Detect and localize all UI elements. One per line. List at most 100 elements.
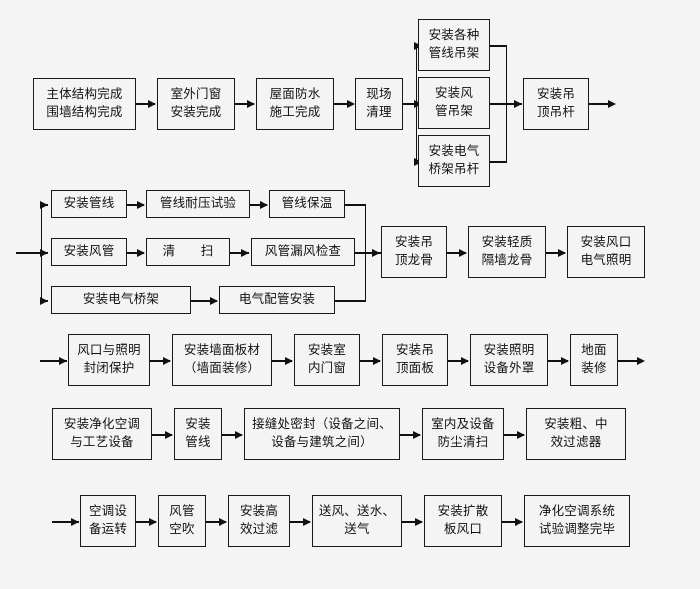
flow-node-n14[interactable]: 风管漏风检查	[251, 238, 355, 266]
node-line: 安装电气	[428, 144, 480, 159]
node-line: 安装扩散	[437, 504, 489, 519]
flow-node-n16[interactable]: 电气配管安装	[219, 286, 335, 314]
arrowhead-n3-n4	[347, 99, 355, 108]
edge-n31-n32	[136, 521, 156, 523]
flow-node-n1[interactable]: 主体结构完成 围墙结构完成	[33, 78, 136, 130]
node-line: 顶吊杆	[536, 105, 576, 119]
node-line: 管线保温	[281, 196, 333, 211]
arrowhead-n18-n19	[558, 248, 566, 257]
node-line: 安装轻质	[481, 235, 533, 250]
flow-node-n17[interactable]: 安装吊 顶龙骨	[381, 226, 447, 278]
flow-node-n4[interactable]: 现场 清理	[355, 78, 403, 130]
arrowhead-n31-n32	[149, 517, 157, 526]
node-line: （墙面装修）	[183, 361, 261, 375]
edge-n33-n34	[290, 521, 310, 523]
flow-node-n27[interactable]: 安装 管线	[174, 408, 222, 460]
flow-node-n33[interactable]: 安装高 效过滤	[228, 495, 290, 547]
flow-node-n29[interactable]: 室内及设备 防尘清扫	[422, 408, 504, 460]
node-line: 清理	[366, 105, 392, 119]
flow-node-n22[interactable]: 安装室 内门窗	[294, 334, 360, 386]
flow-node-n19[interactable]: 安装风口 电气照明	[567, 226, 645, 278]
flow-node-n5[interactable]: 安装各种 管线吊架	[418, 19, 490, 71]
node-line: 地面	[581, 343, 607, 358]
edge-n2-n3	[235, 103, 254, 105]
node-line: 安装墙面板材	[183, 343, 261, 358]
flow-node-n6[interactable]: 安装风 管吊架	[418, 77, 490, 129]
arrowhead-n35-n36	[515, 517, 523, 526]
node-line: 安装完成	[170, 105, 222, 119]
flow-node-n12[interactable]: 安装风管	[51, 238, 127, 266]
flow-node-n31[interactable]: 空调设 备运转	[80, 495, 136, 547]
edge-n26-n27	[152, 434, 172, 436]
flow-node-n30[interactable]: 安装粗、中 效过滤器	[526, 408, 626, 460]
edge-n22-n23	[360, 360, 380, 362]
flow-node-n15[interactable]: 安装电气桥架	[51, 286, 191, 314]
node-line: 室内及设备	[431, 417, 495, 432]
flow-node-n21[interactable]: 安装墙面板材 （墙面装修）	[172, 334, 272, 386]
flow-node-n35[interactable]: 安装扩散 板风口	[424, 495, 502, 547]
flow-node-n28[interactable]: 接缝处密封（设备之间、 设备与建筑之间）	[244, 408, 400, 460]
flow-node-n8[interactable]: 安装吊 顶吊杆	[523, 78, 589, 130]
node-line: 安装风口	[580, 235, 632, 250]
arrowhead-n33-n34	[303, 517, 311, 526]
node-line: 风口与照明	[77, 343, 141, 358]
arrowhead-row2-n12	[40, 248, 48, 257]
edge-n4-fanout	[403, 103, 417, 105]
edge-n10-n11	[250, 204, 267, 206]
node-line: 安装风管	[63, 244, 115, 259]
flow-node-n11[interactable]: 管线保温	[269, 190, 345, 218]
arrowhead-n1-n2	[148, 99, 156, 108]
edge-n20-n21	[150, 360, 170, 362]
flow-node-n13[interactable]: 清 扫	[146, 238, 230, 266]
flow-node-n18[interactable]: 安装轻质 隔墙龙骨	[468, 226, 546, 278]
node-line: 安装室	[307, 343, 347, 358]
node-line: 清 扫	[162, 244, 214, 259]
flow-node-n24[interactable]: 安装照明 设备外罩	[470, 334, 548, 386]
arrowhead-n32-n33	[219, 517, 227, 526]
node-line: 安装吊	[536, 87, 576, 102]
node-line: 安装净化空调	[63, 417, 141, 432]
node-line: 安装	[185, 417, 211, 432]
node-line: 设备与建筑之间）	[271, 435, 373, 449]
node-line: 安装风	[434, 86, 474, 101]
arrowhead-n24-n25	[561, 356, 569, 365]
flow-node-n2[interactable]: 室外门窗 安装完成	[157, 78, 235, 130]
flow-node-n36[interactable]: 净化空调系统 试验调整完毕	[524, 495, 630, 547]
arrowhead-n9-n10	[137, 200, 145, 209]
flow-node-n3[interactable]: 屋面防水 施工完成	[256, 78, 334, 130]
edge-n21-n22	[272, 360, 292, 362]
edge-n16-fanin	[335, 300, 366, 302]
arrowhead-row2-n15	[40, 296, 48, 305]
node-line: 试验调整完毕	[538, 522, 616, 536]
arrowhead-n10-n11	[260, 200, 268, 209]
node-line: 安装吊	[395, 343, 435, 358]
flow-node-n20[interactable]: 风口与照明 封闭保护	[68, 334, 150, 386]
node-line: 安装管线	[63, 196, 115, 211]
arrowhead-fanin-n8	[514, 99, 522, 108]
node-line: 送风、送水、	[318, 504, 396, 519]
node-line: 管线	[185, 435, 211, 449]
flow-node-n10[interactable]: 管线耐压试验	[146, 190, 250, 218]
flow-node-n23[interactable]: 安装吊 顶面板	[382, 334, 448, 386]
node-line: 封闭保护	[83, 361, 135, 375]
node-line: 管线吊架	[428, 46, 480, 60]
node-line: 空调设	[88, 504, 128, 519]
node-line: 风管漏风检查	[264, 244, 342, 259]
flow-node-n26[interactable]: 安装净化空调 与工艺设备	[52, 408, 152, 460]
edge-row3-exit	[618, 360, 642, 362]
flow-node-n9[interactable]: 安装管线	[51, 190, 127, 218]
node-line: 装修	[581, 361, 607, 375]
node-line: 备运转	[88, 522, 128, 536]
edge-row3-entry	[40, 360, 67, 362]
flow-node-n34[interactable]: 送风、送水、 送气	[312, 495, 402, 547]
edge-n12-n13	[127, 252, 144, 254]
node-line: 现场	[366, 87, 392, 102]
arrowhead-n26-n27	[165, 430, 173, 439]
edge-row2-fanin-n17	[355, 252, 381, 254]
flow-node-n32[interactable]: 风管 空吹	[158, 495, 206, 547]
node-line: 顶面板	[395, 361, 435, 375]
node-line: 屋面防水	[269, 87, 321, 102]
flow-node-n7[interactable]: 安装电气 桥架吊杆	[418, 135, 490, 187]
flow-node-n25[interactable]: 地面 装修	[570, 334, 618, 386]
edge-n8-rowexit	[589, 103, 613, 105]
